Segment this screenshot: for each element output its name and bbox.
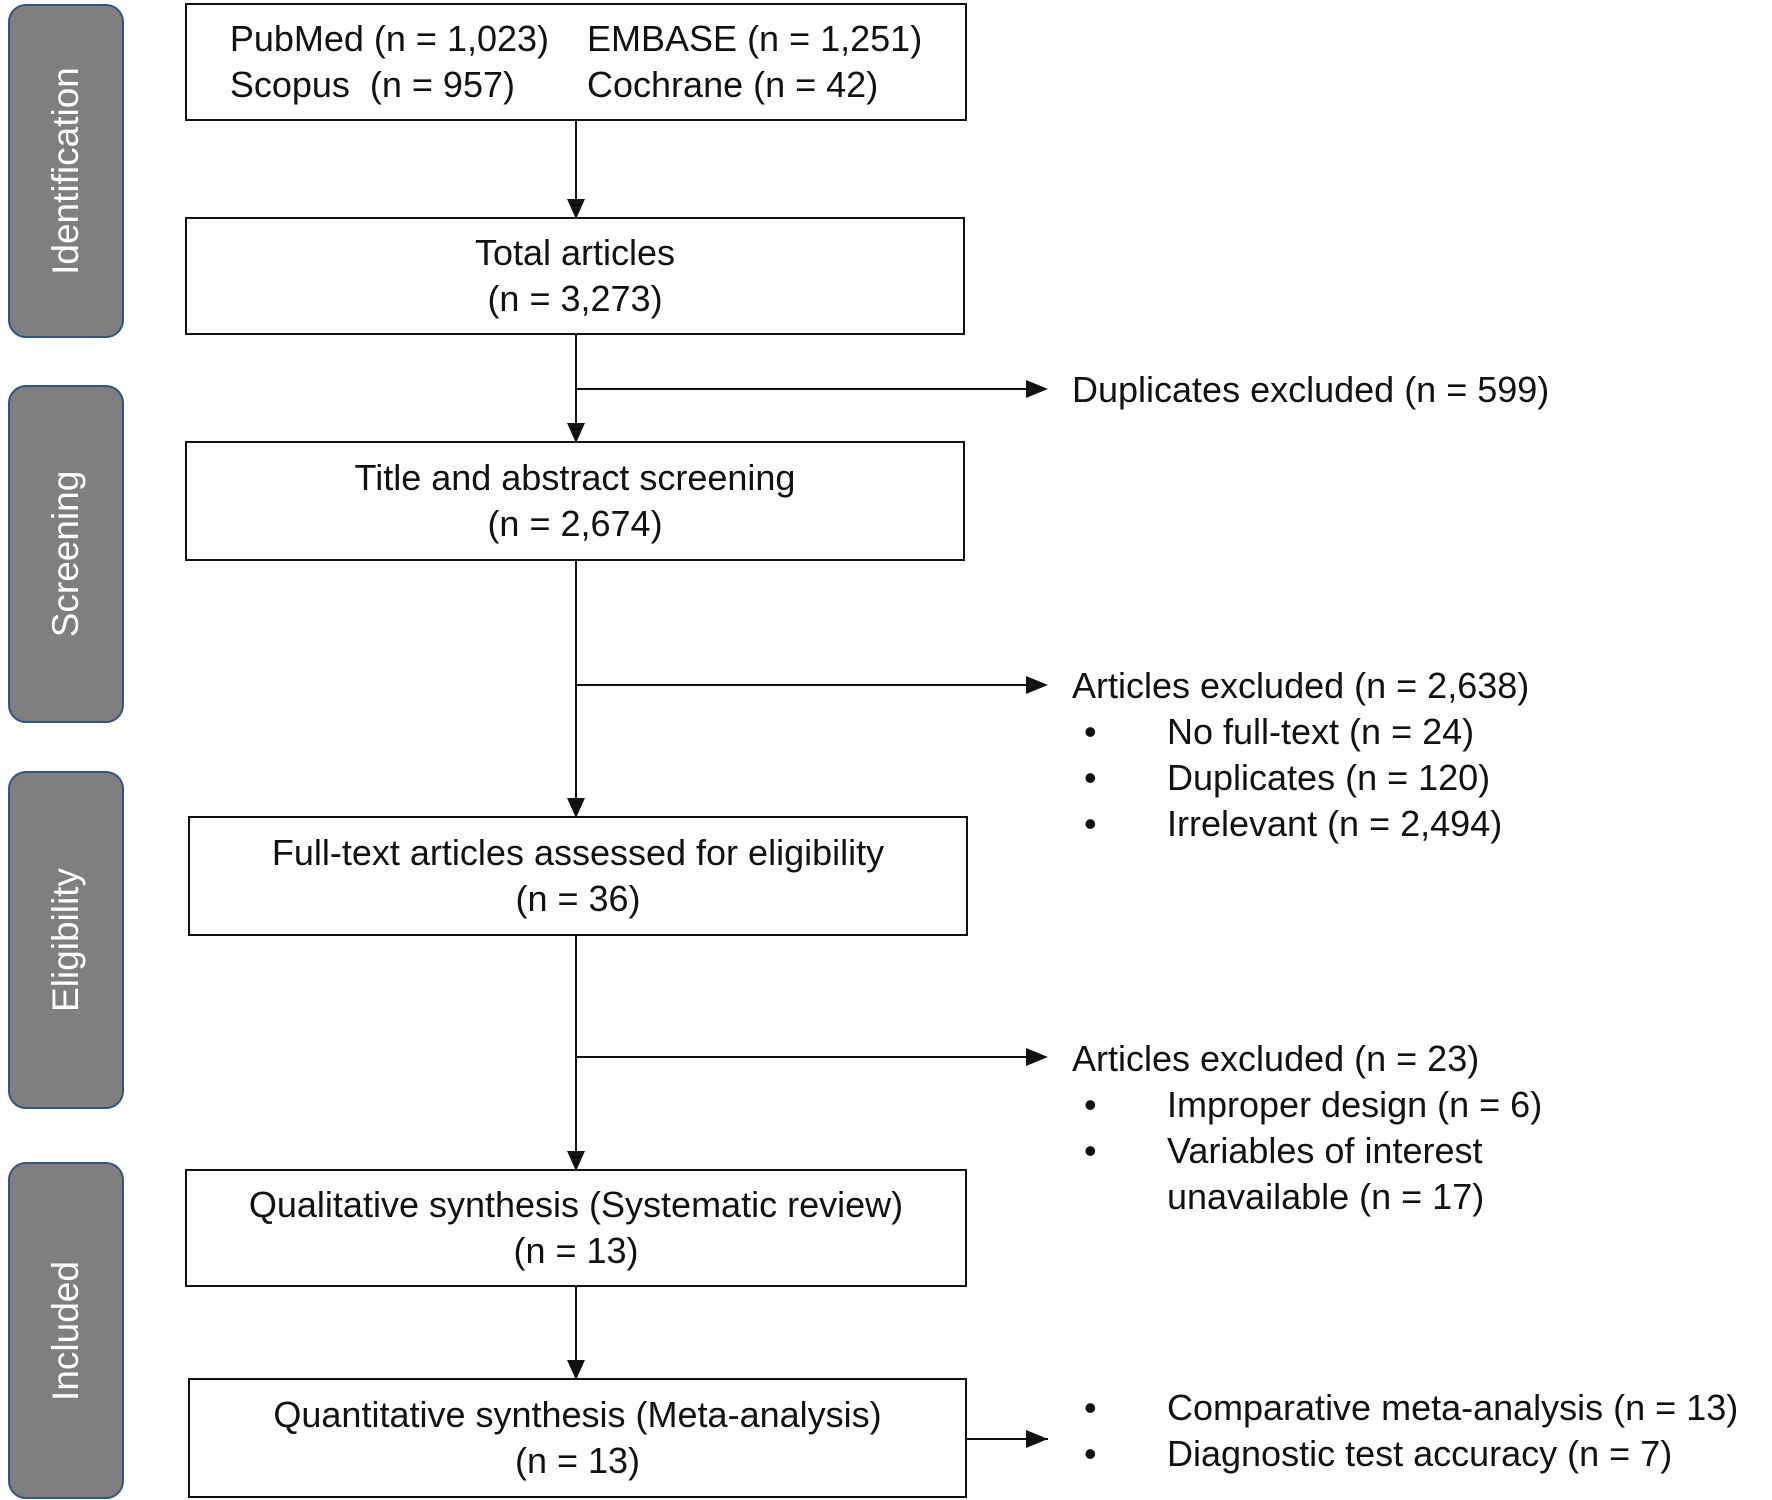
arrowhead-to-qualitative	[567, 1151, 585, 1171]
screening-excluded-item: Irrelevant (n = 2,494)	[1167, 803, 1503, 844]
source-cochrane: Cochrane (n = 42)	[587, 64, 879, 105]
list-item: • Duplicates (n = 120)	[1072, 755, 1529, 801]
screening-box: Title and abstract screening (n = 2,674)	[185, 441, 965, 561]
bullet-icon: •	[1084, 803, 1097, 844]
bullet-icon: •	[1084, 1130, 1097, 1171]
sources-grid: PubMed (n = 1,023) EMBASE (n = 1,251) Sc…	[230, 16, 922, 108]
screening-exclusions: Articles excluded (n = 2,638) • No full-…	[1072, 663, 1529, 847]
quantitative-count: (n = 13)	[514, 1440, 641, 1481]
bullet-icon: •	[1084, 757, 1097, 798]
arrowhead-to-quantitative	[567, 1360, 585, 1380]
fulltext-box: Full-text articles assessed for eligibil…	[188, 816, 968, 936]
duplicates-excluded-text: Duplicates excluded (n = 599)	[1072, 367, 1549, 413]
connector-fulltext-qualitative	[575, 936, 577, 1153]
list-item: unavailable (n = 17)	[1072, 1174, 1542, 1220]
bullet-icon: •	[1084, 1387, 1097, 1428]
arrowhead-to-total	[567, 199, 585, 219]
bullet-icon: •	[1084, 1433, 1097, 1474]
eligibility-exclusions: Articles excluded (n = 23) • Improper de…	[1072, 1036, 1542, 1220]
source-scopus: Scopus (n = 957)	[229, 64, 515, 105]
stage-identification: Identification	[8, 4, 124, 338]
list-item: • Improper design (n = 6)	[1072, 1082, 1542, 1128]
connector-eligibility-excluded	[576, 1056, 1028, 1058]
stage-included: Included	[8, 1162, 124, 1499]
arrowhead-to-screening-excluded	[1026, 676, 1048, 694]
fulltext-count: (n = 36)	[515, 878, 641, 919]
stage-screening: Screening	[8, 385, 124, 723]
connector-duplicates	[576, 388, 1028, 390]
bullet-icon: •	[1084, 711, 1097, 752]
stage-screening-label: Screening	[45, 470, 86, 638]
list-item: • Comparative meta-analysis (n = 13)	[1072, 1385, 1738, 1431]
arrowhead-to-screening	[567, 423, 585, 443]
qualitative-box: Qualitative synthesis (Systematic review…	[185, 1169, 967, 1287]
stage-included-label: Included	[45, 1260, 86, 1401]
meta-outcome-item: Comparative meta-analysis (n = 13)	[1167, 1387, 1739, 1428]
source-pubmed: PubMed (n = 1,023)	[229, 18, 550, 59]
screening-excluded-title: Articles excluded (n = 2,638)	[1072, 665, 1530, 706]
list-item: • No full-text (n = 24)	[1072, 709, 1529, 755]
connector-meta-outcomes	[965, 1438, 1048, 1440]
stage-eligibility-label: Eligibility	[45, 868, 86, 1012]
stage-eligibility: Eligibility	[8, 771, 124, 1109]
connector-total-screening	[575, 335, 577, 425]
meta-outcomes: • Comparative meta-analysis (n = 13) • D…	[1072, 1385, 1738, 1477]
list-item: • Irrelevant (n = 2,494)	[1072, 801, 1529, 847]
meta-outcome-item: Diagnostic test accuracy (n = 7)	[1167, 1433, 1673, 1474]
eligibility-excluded-item: Improper design (n = 6)	[1167, 1084, 1543, 1125]
duplicates-excluded-label: Duplicates excluded (n = 599)	[1072, 369, 1550, 410]
arrowhead-to-fulltext	[567, 798, 585, 818]
sources-box: PubMed (n = 1,023) EMBASE (n = 1,251) Sc…	[185, 3, 967, 121]
fulltext-title: Full-text articles assessed for eligibil…	[271, 832, 885, 873]
connector-screening-excluded	[576, 684, 1028, 686]
connector-screening-fulltext	[575, 561, 577, 800]
qualitative-title: Qualitative synthesis (Systematic review…	[248, 1184, 904, 1225]
list-item: • Variables of interest	[1072, 1128, 1542, 1174]
source-embase: EMBASE (n = 1,251)	[587, 18, 923, 59]
eligibility-excluded-item: Variables of interest	[1167, 1130, 1483, 1171]
arrowhead-to-eligibility-excluded	[1026, 1048, 1048, 1066]
arrowhead-to-duplicates	[1026, 380, 1048, 398]
screening-excluded-item: Duplicates (n = 120)	[1167, 757, 1491, 798]
total-articles-title: Total articles	[474, 232, 676, 273]
screening-count: (n = 2,674)	[487, 503, 663, 544]
bullet-icon: •	[1084, 1084, 1097, 1125]
eligibility-excluded-title: Articles excluded (n = 23)	[1072, 1038, 1480, 1079]
total-articles-count: (n = 3,273)	[487, 278, 663, 319]
eligibility-excluded-item-continued: unavailable (n = 17)	[1167, 1176, 1485, 1217]
quantitative-box: Quantitative synthesis (Meta-analysis) (…	[188, 1378, 967, 1498]
screening-excluded-item: No full-text (n = 24)	[1167, 711, 1475, 752]
stage-identification-label: Identification	[45, 67, 86, 275]
arrowhead-to-meta-outcomes	[1026, 1430, 1048, 1448]
quantitative-title: Quantitative synthesis (Meta-analysis)	[273, 1394, 882, 1435]
screening-title: Title and abstract screening	[354, 457, 796, 498]
list-item: • Diagnostic test accuracy (n = 7)	[1072, 1431, 1738, 1477]
qualitative-count: (n = 13)	[513, 1230, 639, 1271]
total-articles-box: Total articles (n = 3,273)	[185, 217, 965, 335]
connector-sources-total	[575, 121, 577, 201]
connector-qualitative-quantitative	[575, 1287, 577, 1362]
